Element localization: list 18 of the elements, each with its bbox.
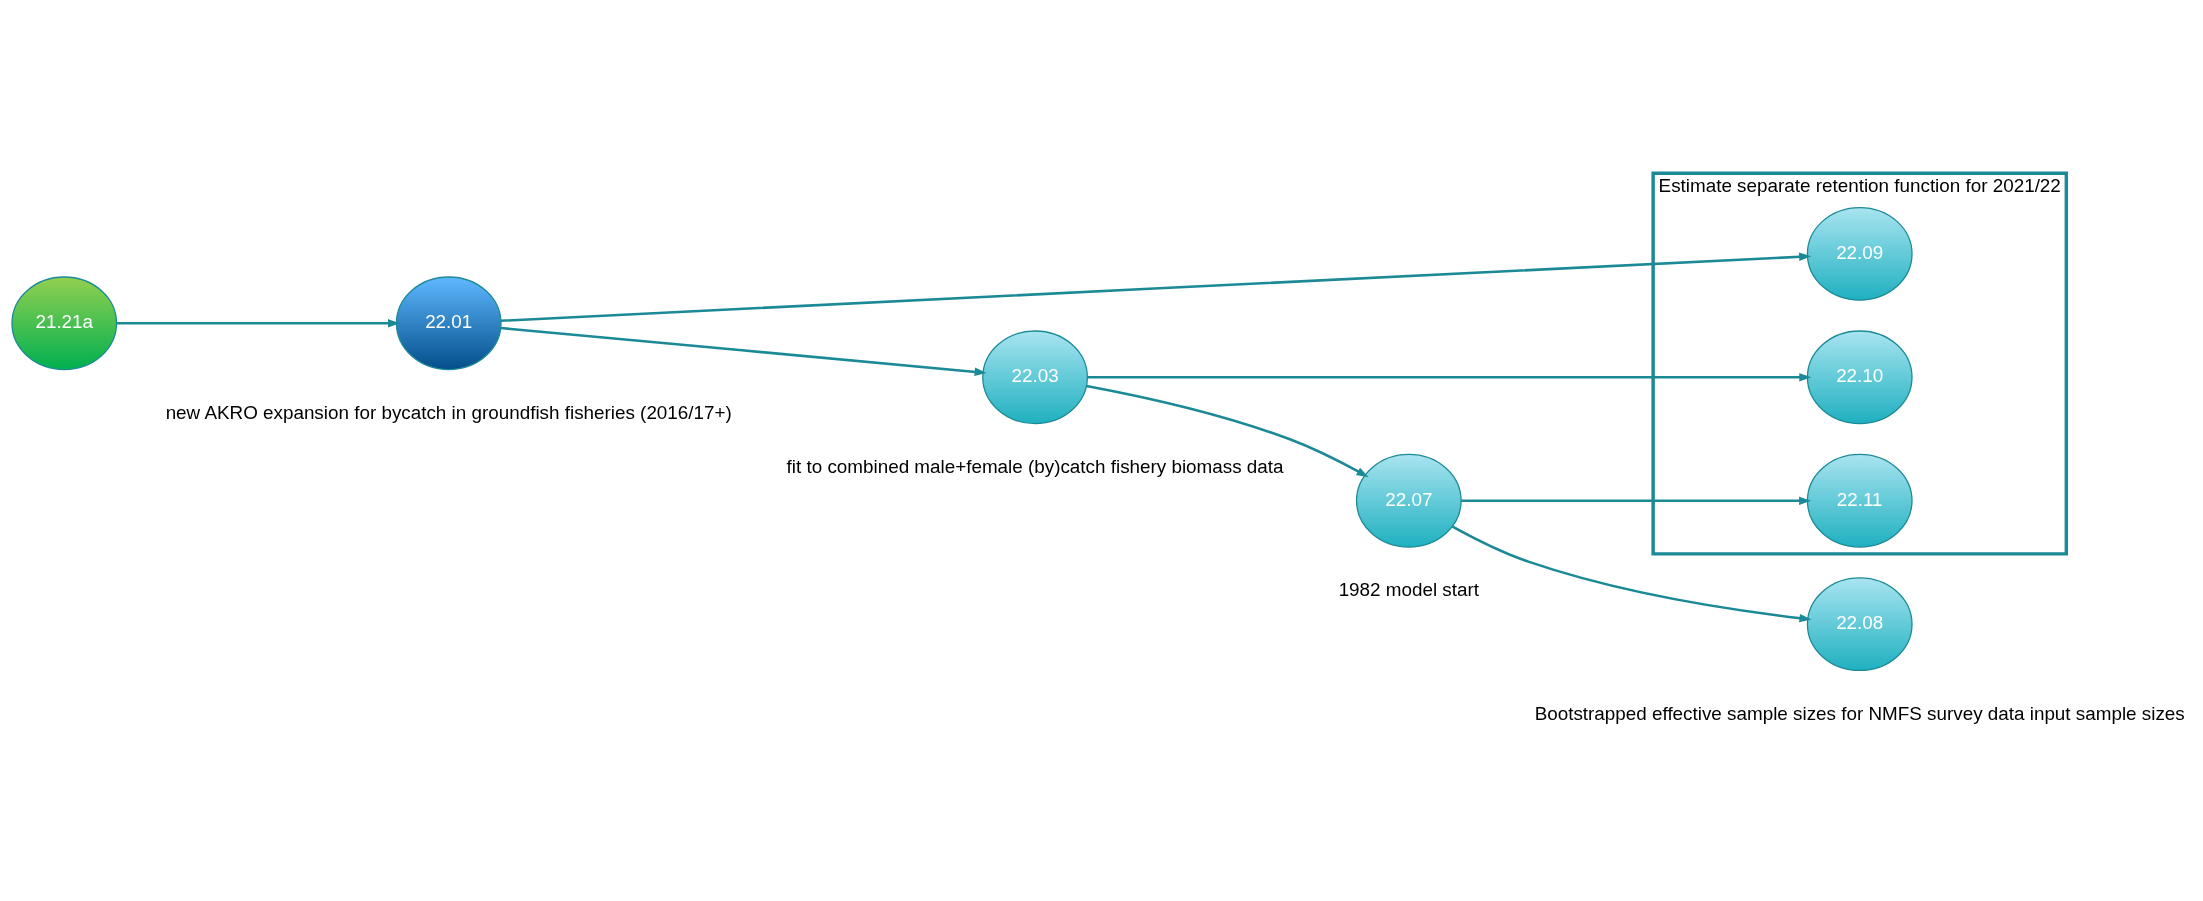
node-ellipse: 22.09 bbox=[1806, 206, 1913, 301]
node-ellipse: 22.03 bbox=[982, 329, 1088, 424]
node-ellipse: 22.01 bbox=[395, 275, 502, 370]
arrow bbox=[1461, 496, 1812, 505]
node-ellipse: 22.08 bbox=[1806, 576, 1913, 671]
node-ellipse: 22.11 bbox=[1806, 453, 1913, 548]
arrow bbox=[116, 318, 401, 327]
arrow bbox=[1452, 524, 1812, 622]
label: Bootstrapped effective sample sizes for NMFS survey data input sample sizes bbox=[1534, 702, 2185, 724]
label: new AKRO expansion for bycatch in groundfish fisheries (2016/17+) bbox=[165, 401, 732, 423]
arrow bbox=[500, 326, 987, 376]
label: fit to combined male+female (by)catch fishery biomass data bbox=[786, 455, 1284, 477]
label: 1982 model start bbox=[1338, 578, 1480, 600]
arrow bbox=[1086, 384, 1369, 477]
arrow bbox=[1087, 372, 1812, 382]
node-ellipse: 21.21a bbox=[11, 275, 118, 370]
node-ellipse: 22.10 bbox=[1806, 329, 1913, 424]
arrow bbox=[500, 252, 1812, 322]
